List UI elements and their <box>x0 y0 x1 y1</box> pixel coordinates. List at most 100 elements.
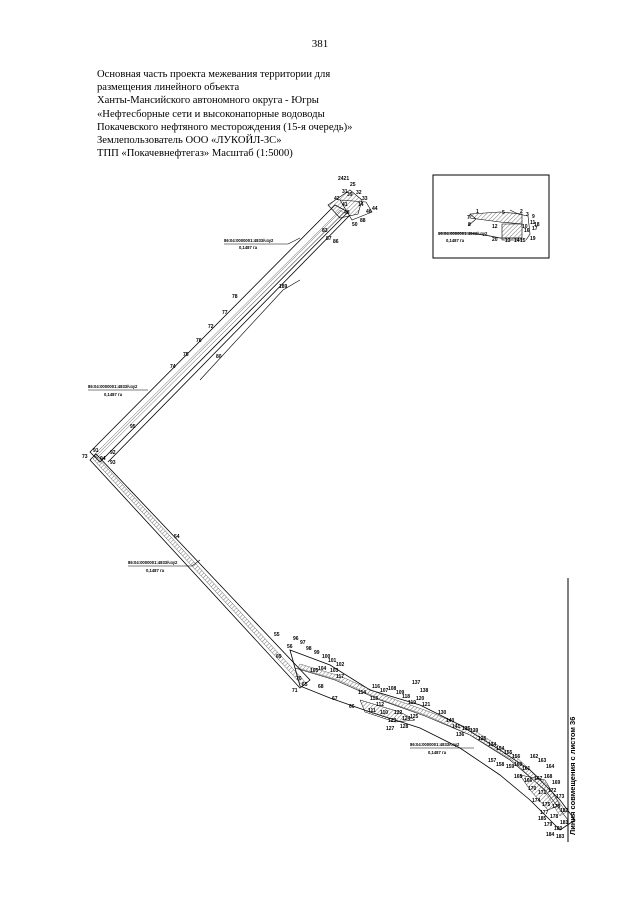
point-label: 163 <box>538 758 547 764</box>
point-label: 184 <box>546 832 555 838</box>
plot-area: 0,1487 га <box>104 392 123 397</box>
inset-point-label: 10 <box>522 224 528 230</box>
point-label: 134 <box>488 742 497 748</box>
point-label: 177 <box>540 810 549 816</box>
point-label: 130 <box>438 710 447 716</box>
plot-area: 0,1487 га <box>146 568 165 573</box>
point-label: 121 <box>422 702 431 708</box>
point-label: 95 <box>130 424 136 430</box>
point-label: 178 <box>550 814 559 820</box>
point-label: 98 <box>306 646 312 652</box>
plot-area: 0,1487 га <box>428 750 447 755</box>
inset-point-label: 19 <box>530 236 536 242</box>
point-label: 31 <box>342 189 348 195</box>
point-label: 166 <box>524 778 533 784</box>
point-label: 125 <box>410 714 419 720</box>
point-label: 104 <box>318 666 327 672</box>
point-label: 124 <box>402 716 411 722</box>
header-line: Ханты-Мансийского автономного округа - Ю… <box>97 95 319 107</box>
point-label: 128 <box>400 724 409 730</box>
inset-point-label: 5 <box>502 210 505 216</box>
point-label: 171 <box>538 790 547 796</box>
point-label: 76 <box>196 338 202 344</box>
point-label: 110 <box>380 710 388 716</box>
inset-point-label: 1 <box>476 209 479 215</box>
pipeline-corridor <box>89 189 576 831</box>
point-label: 86 <box>333 239 339 245</box>
point-label: 168 <box>544 774 553 780</box>
point-label: 111 <box>368 708 376 714</box>
point-label: 25 <box>350 182 356 188</box>
point-label: 158 <box>496 762 505 768</box>
point-label: 183 <box>556 834 565 840</box>
point-label: 185 <box>538 816 547 822</box>
point-label: 189 <box>279 284 288 290</box>
sheet-join-label: Линия совмещения с листом 36 <box>568 717 577 835</box>
point-label: 164 <box>546 764 555 770</box>
point-label: 14 <box>358 202 364 208</box>
point-label: 122 <box>394 710 403 716</box>
point-label: 120 <box>416 696 425 702</box>
point-label: 175 <box>542 802 551 808</box>
point-label: 46 <box>366 209 372 215</box>
point-label: 126 <box>478 736 487 742</box>
point-label: 32 <box>356 190 362 196</box>
point-label: 162 <box>530 754 539 760</box>
point-label: 75 <box>183 352 189 358</box>
point-label: 97 <box>300 640 306 646</box>
point-label: 170 <box>528 786 537 792</box>
plot-cadastral: 86:04:0000001:4833/чзу2 <box>88 384 138 389</box>
header-line: Землепользователь ООО «ЛУКОЙЛ-ЗС» <box>97 135 282 147</box>
point-label: 48 <box>344 210 350 216</box>
point-label: 91 <box>93 448 99 454</box>
point-label: 119 <box>408 700 416 706</box>
plot-cadastral: 86:04:0000001:4833/чзу2 <box>410 742 460 747</box>
plot-cadastral: 86:04:0000001:4833/чзу2 <box>128 560 178 565</box>
inset-point-label: 13 <box>505 238 511 244</box>
point-label: 154 <box>496 746 505 752</box>
point-label: 135 <box>462 726 471 732</box>
point-label: 66 <box>349 704 355 710</box>
point-label: 107 <box>380 688 389 694</box>
point-label: 182 <box>560 808 569 814</box>
point-label: 116 <box>372 684 380 690</box>
point-label: 136 <box>456 732 465 738</box>
header-line: ТПП «Покачевнефтегаз» Масштаб (1:5000) <box>97 148 293 160</box>
point-label: 67 <box>332 696 338 702</box>
point-label: 173 <box>556 794 565 800</box>
plot-cadastral: 86:04:0000001:4833/чзу2 <box>224 238 274 243</box>
point-label: 174 <box>532 798 541 804</box>
point-label: 181 <box>560 820 569 826</box>
inset-point-label: 16 <box>524 228 530 234</box>
point-label: 179 <box>544 822 553 828</box>
point-label: 127 <box>386 726 395 732</box>
point-label: 71 <box>292 688 298 694</box>
plot-area: 0,1487 га <box>239 245 258 250</box>
inset-plot-cadastral: 86:04:0000001:4833/чзу2 <box>438 231 488 236</box>
point-label: 176 <box>552 804 561 810</box>
point-label: 68 <box>318 684 324 690</box>
point-label: 101 <box>328 658 337 664</box>
point-label: 155 <box>504 750 513 756</box>
point-label: 105 <box>310 668 319 674</box>
point-label: 123 <box>388 718 397 724</box>
point-label: 65 <box>302 682 308 688</box>
point-label: 114 <box>358 690 366 696</box>
point-label: 161 <box>522 766 531 772</box>
plot-callouts: 86:04:0000001:4833/чзу2 0,1487 га 86:04:… <box>88 237 474 755</box>
point-label: 159 <box>506 764 515 770</box>
inset-point-label: 9 <box>532 214 535 220</box>
point-label: 78 <box>232 294 238 300</box>
inset-point-label: 3 <box>526 212 529 218</box>
inset-point-label: 7 <box>467 215 470 221</box>
point-label: 83 <box>322 228 328 234</box>
point-label: 140 <box>446 718 455 724</box>
inset-point-label: 12 <box>492 224 498 230</box>
point-label: 72 <box>208 324 214 330</box>
inset-plot-area: 0,1487 га <box>446 238 465 243</box>
point-label: 102 <box>336 662 345 668</box>
point-label: 118 <box>402 694 410 700</box>
inset-point-label: 2 <box>520 209 523 215</box>
point-label: 2421 <box>338 176 349 182</box>
point-label: 94 <box>100 456 106 462</box>
